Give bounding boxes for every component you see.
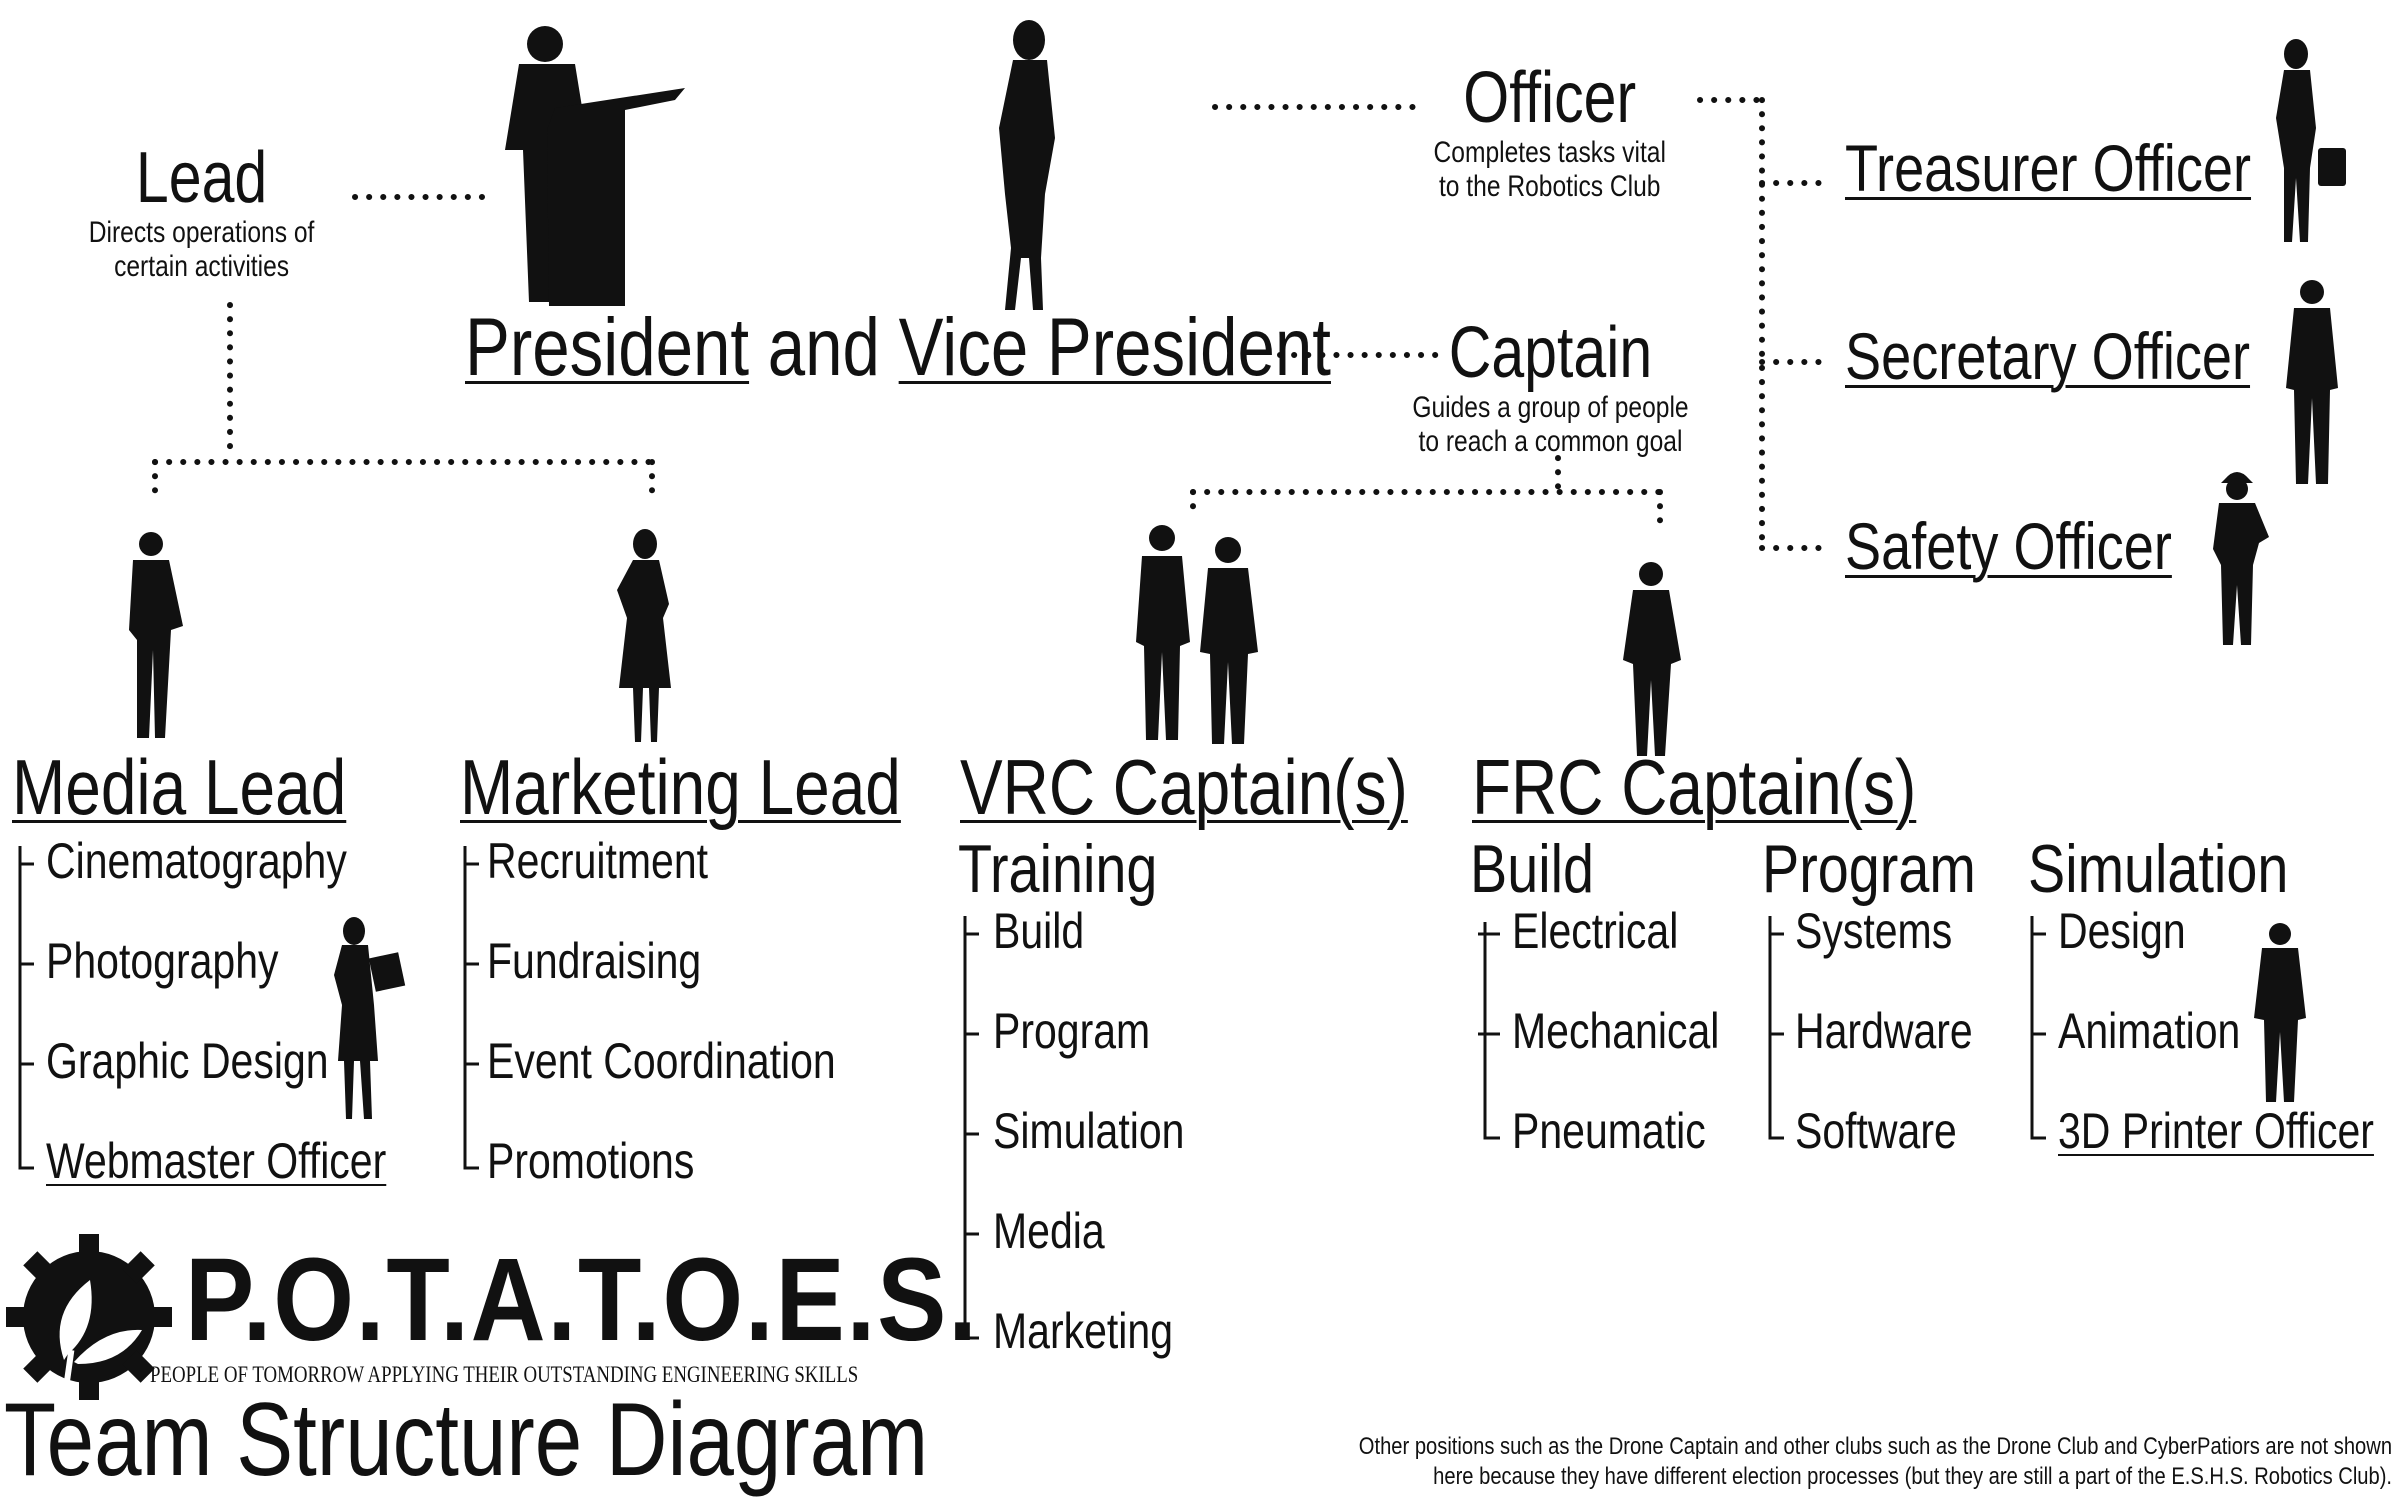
- media-item-cinematography: Cinematography: [46, 833, 347, 889]
- captain-role-desc-line2: to reach a common goal: [1418, 425, 1682, 458]
- secretary-silhouette: [2286, 280, 2338, 484]
- frc-simulation-item-design: Design: [2058, 903, 2186, 959]
- frc-program-item-software: Software: [1795, 1103, 1957, 1159]
- media-photographer-silhouette: [334, 917, 406, 1119]
- vrc-captains-silhouette: [1136, 525, 1258, 744]
- frc-build-item-electrical: Electrical: [1512, 903, 1679, 959]
- president-label: President: [465, 302, 750, 393]
- officer-role-block: Officer Completes tasks vital to the Rob…: [1400, 60, 1700, 204]
- frc-build-item-pneumatic: Pneumatic: [1512, 1103, 1706, 1159]
- lead-role-block: Lead Directs operations of certain activ…: [62, 140, 342, 284]
- frc-build-item-mechanical: Mechanical: [1512, 1003, 1720, 1059]
- marketing-lead-silhouette: [617, 529, 671, 742]
- officer-role-title: Officer: [1463, 58, 1637, 138]
- vrc-item-marketing: Marketing: [993, 1303, 1174, 1359]
- frc-program-item-systems: Systems: [1795, 903, 1953, 959]
- footnote-line1: Other positions such as the Drone Captai…: [1358, 1433, 2392, 1460]
- marketing-lead-title: Marketing Lead: [460, 743, 901, 831]
- captain-role-title: Captain: [1448, 313, 1652, 393]
- vice-president-label: Vice President: [898, 302, 1331, 393]
- podium-icon: [547, 88, 685, 306]
- podium-speaker-silhouette: [505, 26, 685, 306]
- footnote: Other positions such as the Drone Captai…: [1162, 1432, 2392, 1492]
- treasurer-silhouette: [2276, 39, 2346, 242]
- marketing-item-event-coordination: Event Coordination: [487, 1033, 836, 1089]
- secretary-officer-label: Secretary Officer: [1845, 319, 2251, 393]
- vice-president-silhouette: [999, 20, 1055, 310]
- safety-silhouette: [2213, 472, 2269, 645]
- footnote-line2: here because they have different electio…: [1433, 1463, 2392, 1490]
- frc-build-heading: Build: [1470, 831, 1594, 907]
- president-vice-president-title: President and Vice President: [465, 303, 1331, 393]
- media-item-graphic-design: Graphic Design: [46, 1033, 329, 1089]
- and-label: and: [767, 302, 880, 393]
- frc-simulation-heading: Simulation: [2028, 831, 2289, 907]
- media-lead-silhouette: [129, 532, 183, 738]
- marketing-item-fundraising: Fundraising: [487, 933, 702, 989]
- gear-leaf-logo-icon: [6, 1234, 172, 1400]
- treasurer-officer-label: Treasurer Officer: [1845, 131, 2252, 205]
- vrc-item-media: Media: [993, 1203, 1105, 1259]
- frc-program-item-hardware: Hardware: [1795, 1003, 1973, 1059]
- vrc-item-program: Program: [993, 1003, 1151, 1059]
- lead-role-desc-line1: Directs operations of: [89, 216, 315, 249]
- lead-role-title: Lead: [136, 138, 268, 218]
- lead-role-desc-line2: certain activities: [114, 250, 290, 283]
- simulation-silhouette: [2254, 923, 2306, 1102]
- vrc-captain-title: VRC Captain(s): [960, 743, 1408, 831]
- frc-captain-title: FRC Captain(s): [1472, 743, 1917, 831]
- team-structure-diagram-title: Team Structure Diagram: [4, 1382, 929, 1498]
- media-lead-title: Media Lead: [12, 743, 347, 831]
- safety-officer-label: Safety Officer: [1845, 509, 2172, 583]
- captain-role-block: Captain Guides a group of people to reac…: [1380, 315, 1720, 459]
- officer-role-desc-line2: to the Robotics Club: [1439, 170, 1661, 203]
- potatoes-logo-text: P.O.T.A.T.O.E.S.: [185, 1234, 979, 1366]
- officer-role-desc-line1: Completes tasks vital: [1433, 136, 1667, 169]
- media-item-photography: Photography: [46, 933, 279, 989]
- marketing-item-recruitment: Recruitment: [487, 833, 709, 889]
- vrc-item-simulation: Simulation: [993, 1103, 1185, 1159]
- marketing-item-promotions: Promotions: [487, 1133, 695, 1189]
- frc-captain-silhouette: [1623, 562, 1681, 756]
- vrc-item-build: Build: [993, 903, 1085, 959]
- frc-simulation-item-animation: Animation: [2058, 1003, 2241, 1059]
- frc-simulation-item-3d-printer-officer: 3D Printer Officer: [2058, 1103, 2374, 1159]
- media-item-webmaster-officer: Webmaster Officer: [46, 1133, 387, 1189]
- captain-role-desc-line1: Guides a group of people: [1411, 391, 1689, 424]
- frc-program-heading: Program: [1762, 831, 1976, 907]
- vrc-training-heading: Training: [958, 831, 1158, 907]
- potatoes-tagline: PEOPLE OF TOMORROW APPLYING THEIR OUTSTA…: [150, 1362, 859, 1387]
